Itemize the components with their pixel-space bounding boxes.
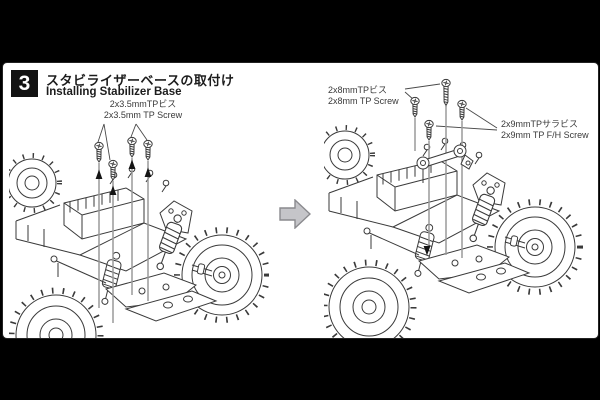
step-title-english: Installing Stabilizer Base bbox=[46, 86, 182, 98]
callout-2x3-5mm-tp-screw: 2x3.5mmTPビス 2x3.5mm TP Screw bbox=[63, 99, 223, 121]
screw-icon bbox=[94, 136, 153, 181]
callout-text-en: 2x9mm TP F/H Screw bbox=[501, 130, 589, 140]
stabilizer-base-part bbox=[416, 144, 474, 183]
manual-page: 3 スタビライザーベースの取付け Installing Stabilizer B… bbox=[2, 62, 599, 339]
step-number-box: 3 bbox=[11, 70, 38, 97]
left-chassis-illustration bbox=[9, 123, 269, 338]
callout-2x9mm-fh-screw: 2x9mmTPサラビス 2x9mm TP F/H Screw bbox=[501, 119, 589, 141]
callout-text-jp: 2x9mmTPサラビス bbox=[501, 119, 579, 129]
callout-text-jp: 2x3.5mmTPビス bbox=[109, 99, 177, 109]
next-step-arrow-icon bbox=[279, 199, 311, 229]
step-number: 3 bbox=[18, 71, 31, 95]
callout-text-en: 2x8mm TP Screw bbox=[328, 96, 399, 106]
screw-icon bbox=[410, 78, 467, 141]
callout-text-en: 2x3.5mm TP Screw bbox=[103, 110, 183, 120]
right-chassis-illustration bbox=[324, 78, 596, 338]
step-title-japanese: スタビライザーベースの取付け bbox=[46, 73, 235, 88]
callout-2x8mm-tp-screw: 2x8mmTPビス 2x8mm TP Screw bbox=[328, 85, 399, 107]
callout-text-jp: 2x8mmTPビス bbox=[328, 85, 388, 95]
